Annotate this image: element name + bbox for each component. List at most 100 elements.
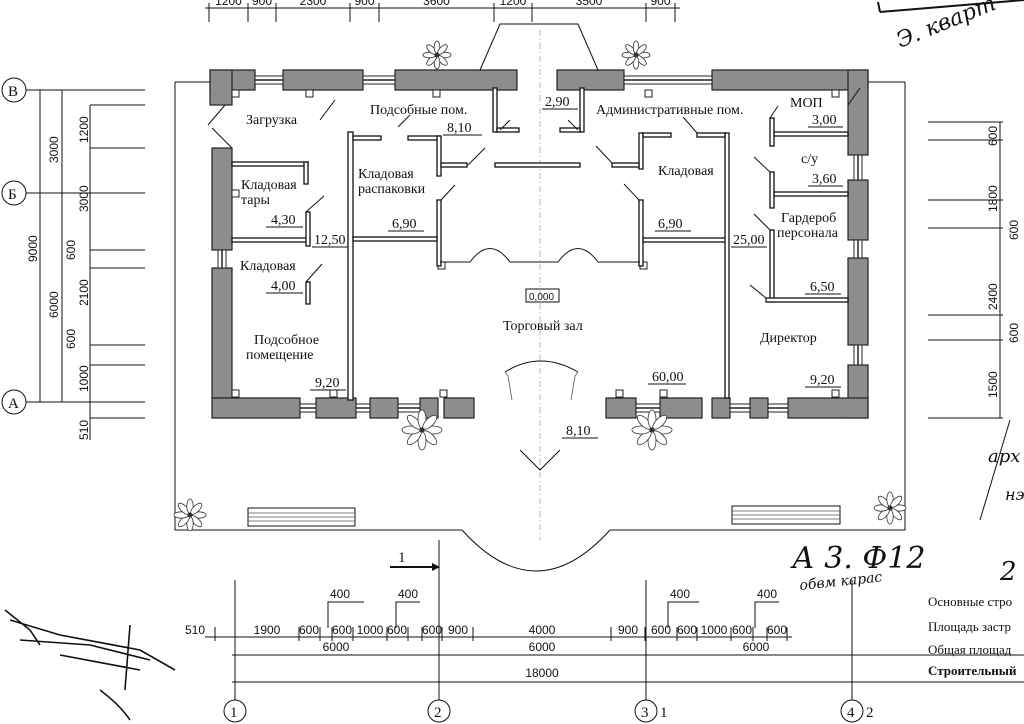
partition — [724, 132, 730, 399]
room-raspakovki-1: Кладовая — [358, 167, 414, 182]
axis-row-v: В — [8, 84, 18, 100]
partition — [440, 162, 468, 168]
legend-line-3: Строительный — [928, 663, 1017, 678]
column — [231, 89, 240, 98]
dim-top-4: 3600 — [423, 0, 450, 8]
dim-bottom-13: 600 — [732, 623, 752, 637]
level-mark-box — [525, 288, 560, 303]
section-mark: 1 — [390, 550, 440, 571]
dim-leader — [754, 601, 779, 628]
wall-segment — [787, 397, 869, 419]
handwriting-main: А 3. Ф12 — [790, 541, 926, 576]
partition — [579, 87, 585, 133]
room-garderob-1: Гардероб — [781, 211, 836, 226]
partition — [773, 191, 849, 197]
door-swing — [753, 213, 771, 231]
door-swing — [397, 114, 411, 128]
partition — [696, 132, 726, 138]
dim-bottom-5: 600 — [387, 623, 407, 637]
dim-leader — [395, 601, 420, 628]
area-su: 3,60 — [812, 172, 837, 187]
door-swing — [567, 119, 579, 131]
partition — [642, 132, 672, 138]
dim-bottom-14: 600 — [767, 623, 787, 637]
partition — [436, 199, 442, 267]
room-podsobnoe-1: Подсобное — [254, 333, 319, 348]
dim-left-inner-0: 1200 — [77, 116, 91, 143]
right-dimensions: 600 1800 600 2400 600 1500 — [928, 121, 1021, 419]
dim-left-inner-5: 1000 — [77, 365, 91, 392]
door-swing — [305, 263, 323, 283]
room-garderob-2: персонала — [777, 226, 839, 241]
dim-left-mid-0: 3000 — [47, 136, 61, 163]
door-swing — [769, 105, 779, 119]
axis-col-extra-2: 2 — [866, 705, 874, 721]
steps-right — [731, 505, 841, 525]
dim-top-3: 900 — [354, 0, 374, 8]
dim-right-2: 600 — [1007, 220, 1021, 240]
door-swing — [623, 183, 640, 201]
dim-right-5: 1500 — [986, 371, 1000, 398]
hall-partition — [440, 248, 640, 263]
dim-right-4: 600 — [1007, 323, 1021, 343]
dim-bottom-3: 600 — [332, 623, 352, 637]
wall-segment — [605, 397, 637, 419]
area-corridor: 12,50 — [314, 233, 346, 248]
legend-line-1: Площадь застр — [928, 619, 1011, 634]
plant-icon — [873, 491, 907, 525]
door-swing — [847, 87, 861, 106]
room-zagruzka: Загрузка — [246, 113, 298, 128]
door-swing — [682, 116, 698, 134]
dim-top-7: 900 — [650, 0, 670, 8]
wall-segment — [556, 69, 625, 91]
plant-icon — [422, 40, 452, 70]
area-garderob: 6,50 — [810, 280, 835, 295]
plant-icon — [173, 498, 207, 532]
dim-left-inner-1: 3000 — [77, 185, 91, 212]
column — [231, 189, 240, 198]
door-swing — [440, 184, 456, 201]
door-swing — [207, 104, 226, 126]
plant-center — [419, 427, 425, 433]
partition — [769, 229, 775, 303]
column — [644, 89, 653, 98]
area-tambur: 8,10 — [566, 424, 591, 439]
axis-col-3: 3 — [641, 705, 649, 721]
plant-center — [633, 52, 639, 58]
dim-axis-1: 6000 — [529, 640, 556, 654]
legend-line-2: Общая площад — [928, 642, 1012, 657]
room-direktor: Директор — [760, 331, 817, 346]
dim-bottom-0: 510 — [185, 623, 205, 637]
dim-400-0: 400 — [330, 587, 350, 601]
area-kladovaya-tary: 4,30 — [271, 213, 296, 228]
dim-400-3: 400 — [757, 587, 777, 601]
partition — [347, 131, 354, 401]
partition — [611, 162, 640, 168]
dim-leader — [667, 601, 699, 628]
partition — [352, 236, 438, 242]
column — [231, 389, 240, 398]
dim-400-2: 400 — [670, 587, 690, 601]
area-raspakovki: 6,90 — [392, 217, 417, 232]
dim-bottom-7: 900 — [448, 623, 468, 637]
partition — [407, 135, 441, 141]
dim-right-3: 2400 — [986, 283, 1000, 310]
wall-segment — [711, 69, 869, 91]
area-mop: 3,00 — [812, 113, 837, 128]
wall-segment — [847, 257, 869, 346]
handwriting-top-right: Э. кварт — [893, 0, 1000, 54]
axis-col-4: 4 — [847, 705, 855, 721]
wall-segment — [847, 179, 869, 241]
wall-segment — [749, 397, 769, 419]
door-swing — [753, 156, 771, 173]
room-labels: Загрузка Подсобные пом. 8,10 2,90 Админи… — [240, 95, 843, 439]
door-swing — [499, 119, 511, 131]
wall-segment — [209, 69, 233, 106]
dim-bottom-8: 4000 — [529, 623, 556, 637]
partition — [494, 162, 581, 168]
area-direktor: 9,20 — [810, 373, 835, 388]
column — [329, 389, 338, 398]
handwriting-num: 2 — [999, 557, 1017, 587]
axis-col-extra-1: 1 — [660, 705, 668, 721]
